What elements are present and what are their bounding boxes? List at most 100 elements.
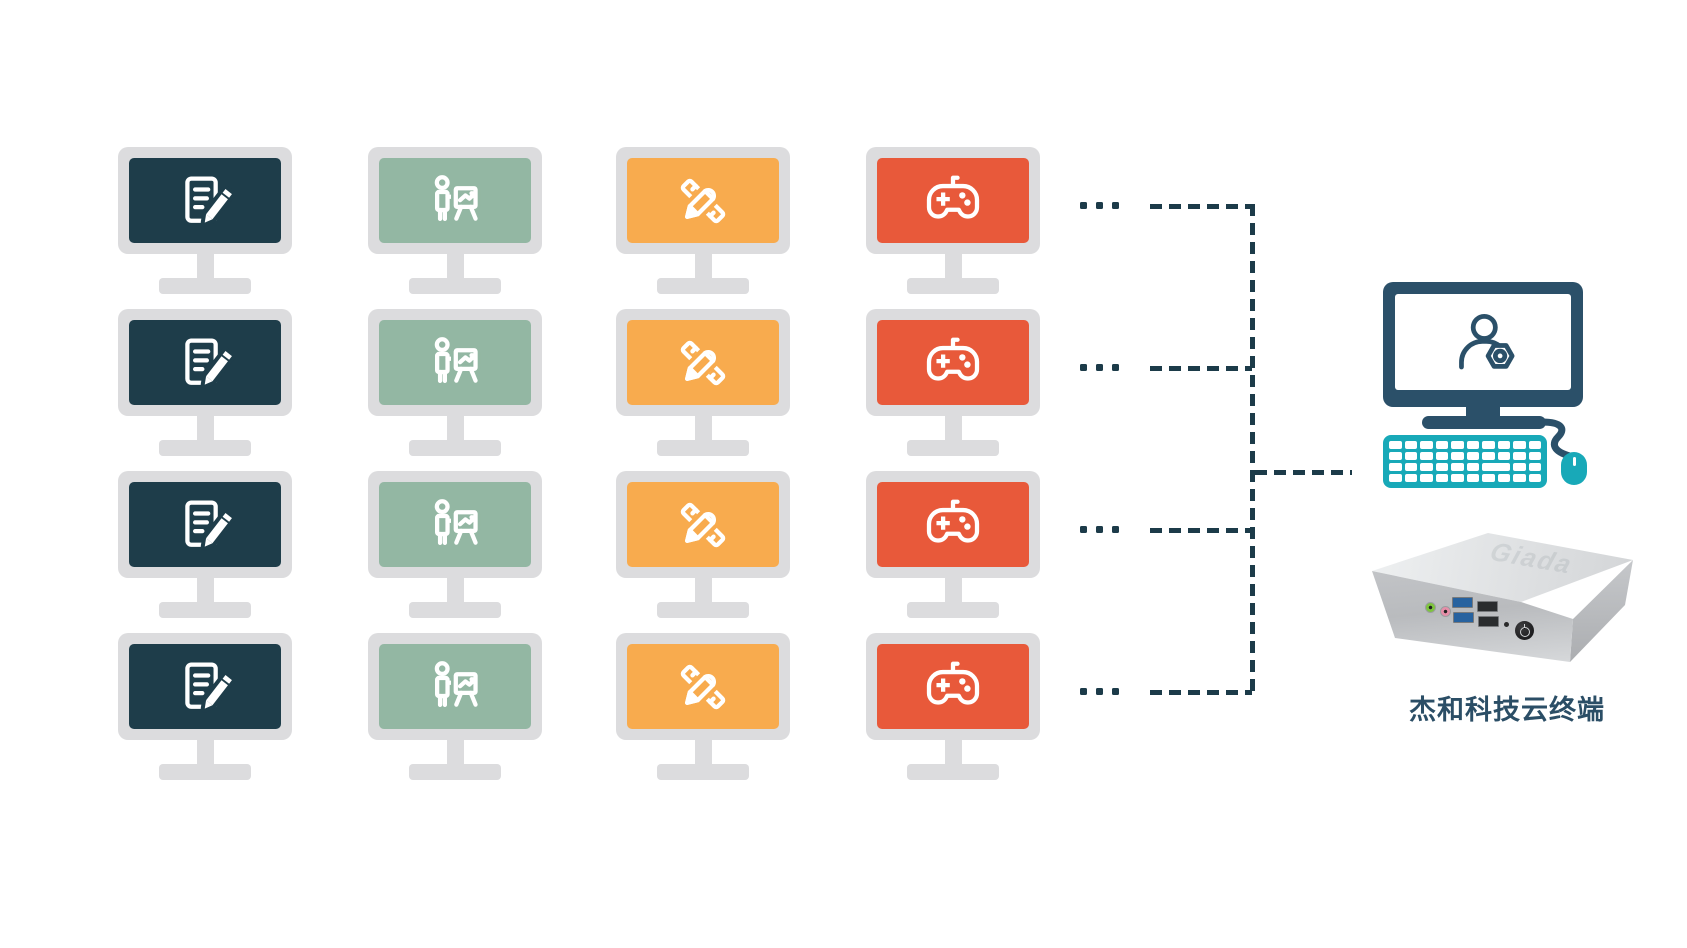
keyboard-key bbox=[1482, 452, 1495, 460]
keyboard-key bbox=[1513, 452, 1526, 460]
row-ellipsis bbox=[1080, 202, 1119, 209]
mic-jack bbox=[1440, 606, 1451, 617]
monitor-screen bbox=[379, 644, 531, 729]
client-workstation-design-workstation bbox=[616, 471, 790, 618]
client-workstation-office-workstation bbox=[118, 471, 292, 618]
row-ellipsis bbox=[1080, 526, 1119, 533]
monitor-base bbox=[657, 440, 749, 456]
ruler-pencil-icon bbox=[680, 502, 726, 547]
monitor-base bbox=[159, 278, 251, 294]
keyboard-key bbox=[1528, 441, 1541, 449]
ellipsis-dot bbox=[1080, 526, 1087, 533]
document-edit-icon bbox=[185, 175, 236, 227]
monitor-stand bbox=[196, 254, 214, 279]
monitor-frame bbox=[616, 147, 790, 254]
monitor-stand bbox=[944, 740, 962, 765]
monitor-screen bbox=[627, 482, 779, 567]
ellipsis-dot bbox=[1080, 364, 1087, 371]
monitor-base bbox=[907, 440, 999, 456]
monitor-stand bbox=[196, 578, 214, 603]
keyboard-key bbox=[1420, 441, 1433, 449]
presentation-chart-icon bbox=[434, 498, 481, 545]
monitor-base bbox=[409, 278, 501, 294]
ellipsis-dot bbox=[1080, 688, 1087, 695]
monitor-frame bbox=[118, 309, 292, 416]
row-connector-line bbox=[1150, 366, 1252, 371]
client-workstation-office-workstation bbox=[118, 633, 292, 780]
row-connector-line bbox=[1150, 528, 1252, 533]
monitor-frame bbox=[866, 147, 1040, 254]
client-workstation-design-workstation bbox=[616, 147, 790, 294]
client-workstation-gaming-workstation bbox=[866, 309, 1040, 456]
monitor-stand bbox=[446, 740, 464, 765]
keyboard-key bbox=[1389, 452, 1402, 460]
keyboard-key bbox=[1466, 463, 1479, 471]
monitor-frame bbox=[866, 471, 1040, 578]
monitor-stand bbox=[944, 254, 962, 279]
admin-monitor-base bbox=[1422, 416, 1546, 429]
keyboard-key bbox=[1528, 474, 1541, 482]
monitor-frame bbox=[368, 309, 542, 416]
mouse bbox=[1561, 452, 1587, 485]
monitor-frame bbox=[368, 471, 542, 578]
ruler-pencil-icon bbox=[680, 664, 726, 709]
monitor-stand bbox=[694, 740, 712, 765]
keyboard-key bbox=[1404, 474, 1417, 482]
keyboard-key bbox=[1389, 441, 1402, 449]
client-workstation-office-workstation bbox=[118, 147, 292, 294]
client-workstation-presentation-workstation bbox=[368, 147, 542, 294]
cloud-terminal-device: Giada bbox=[1372, 531, 1634, 668]
keyboard-key bbox=[1435, 463, 1448, 471]
monitor-frame bbox=[616, 633, 790, 740]
monitor-base bbox=[907, 278, 999, 294]
admin-monitor bbox=[1383, 282, 1583, 407]
game-controller-icon bbox=[926, 499, 980, 543]
keyboard-key bbox=[1404, 452, 1417, 460]
monitor-base bbox=[657, 602, 749, 618]
monitor-stand bbox=[694, 254, 712, 279]
keyboard-key bbox=[1389, 474, 1402, 482]
keyboard-key bbox=[1497, 441, 1510, 449]
monitor-screen bbox=[877, 320, 1029, 405]
client-workstation-gaming-workstation bbox=[866, 471, 1040, 618]
monitor-base bbox=[159, 764, 251, 780]
keyboard-key bbox=[1482, 463, 1510, 471]
game-controller-icon bbox=[926, 337, 980, 381]
keyboard-key bbox=[1451, 441, 1464, 449]
monitor-screen bbox=[129, 320, 281, 405]
user-gear-icon bbox=[1459, 313, 1515, 370]
client-workstation-design-workstation bbox=[616, 633, 790, 780]
keyboard-key bbox=[1451, 474, 1464, 482]
monitor-screen bbox=[129, 482, 281, 567]
keyboard-key bbox=[1420, 463, 1433, 471]
usb2-port bbox=[1478, 616, 1499, 627]
row-connector-line bbox=[1150, 204, 1252, 209]
keyboard-key bbox=[1482, 441, 1495, 449]
monitor-frame bbox=[866, 309, 1040, 416]
monitor-frame bbox=[866, 633, 1040, 740]
row-connector-line bbox=[1150, 690, 1252, 695]
ellipsis-dot bbox=[1080, 202, 1087, 209]
terminal-connector-line bbox=[1255, 470, 1352, 475]
ellipsis-dot bbox=[1112, 364, 1119, 371]
monitor-stand bbox=[944, 578, 962, 603]
ruler-pencil-icon bbox=[680, 340, 726, 385]
monitor-stand bbox=[446, 254, 464, 279]
ruler-pencil-icon bbox=[680, 178, 726, 223]
game-controller-icon bbox=[926, 661, 980, 705]
keyboard bbox=[1383, 435, 1547, 488]
monitor-screen bbox=[379, 482, 531, 567]
keyboard-key bbox=[1389, 463, 1402, 471]
ellipsis-dot bbox=[1096, 202, 1103, 209]
ellipsis-dot bbox=[1112, 202, 1119, 209]
ellipsis-dot bbox=[1112, 688, 1119, 695]
monitor-screen bbox=[877, 644, 1029, 729]
monitor-stand bbox=[196, 416, 214, 441]
client-workstation-design-workstation bbox=[616, 309, 790, 456]
monitor-screen bbox=[877, 482, 1029, 567]
ellipsis-dot bbox=[1096, 364, 1103, 371]
monitor-screen bbox=[627, 158, 779, 243]
mouse-scroll-wheel bbox=[1572, 457, 1576, 466]
keyboard-key bbox=[1466, 474, 1479, 482]
